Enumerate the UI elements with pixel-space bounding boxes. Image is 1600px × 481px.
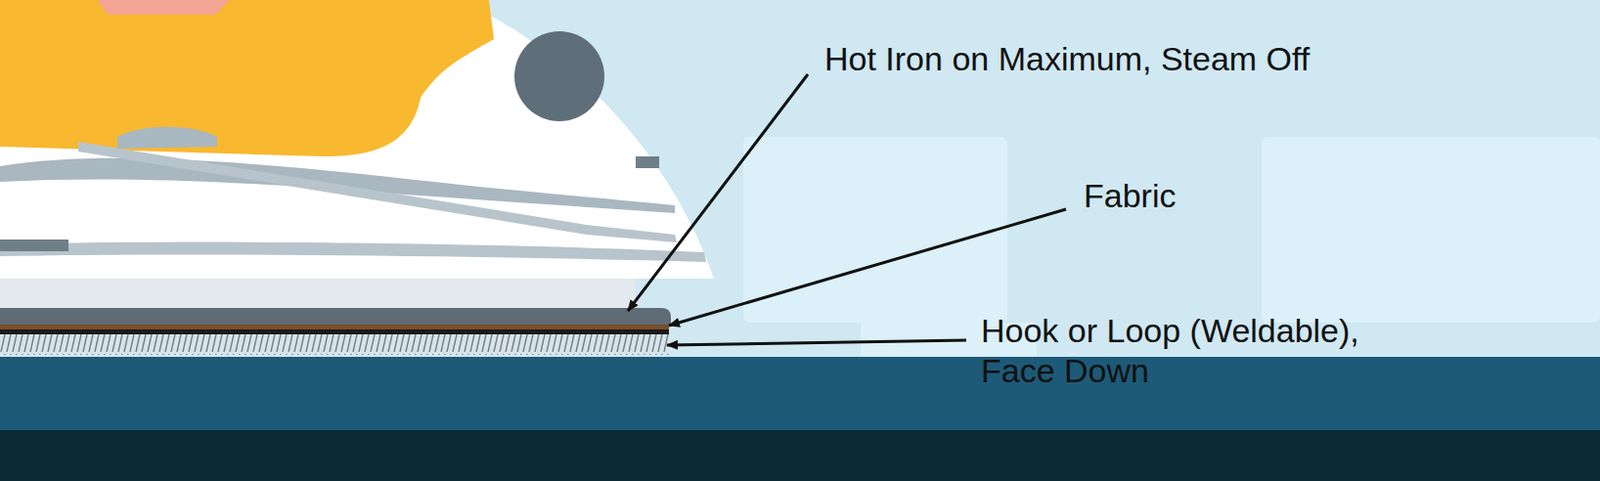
leader-lines — [627, 74, 1067, 346]
callout-label: Fabric — [1083, 176, 1378, 217]
callout-label: Hot Iron on Maximum, Steam Off — [824, 39, 1510, 80]
callout-label: Hook or Loop (Weldable), Face Down — [980, 311, 1422, 392]
